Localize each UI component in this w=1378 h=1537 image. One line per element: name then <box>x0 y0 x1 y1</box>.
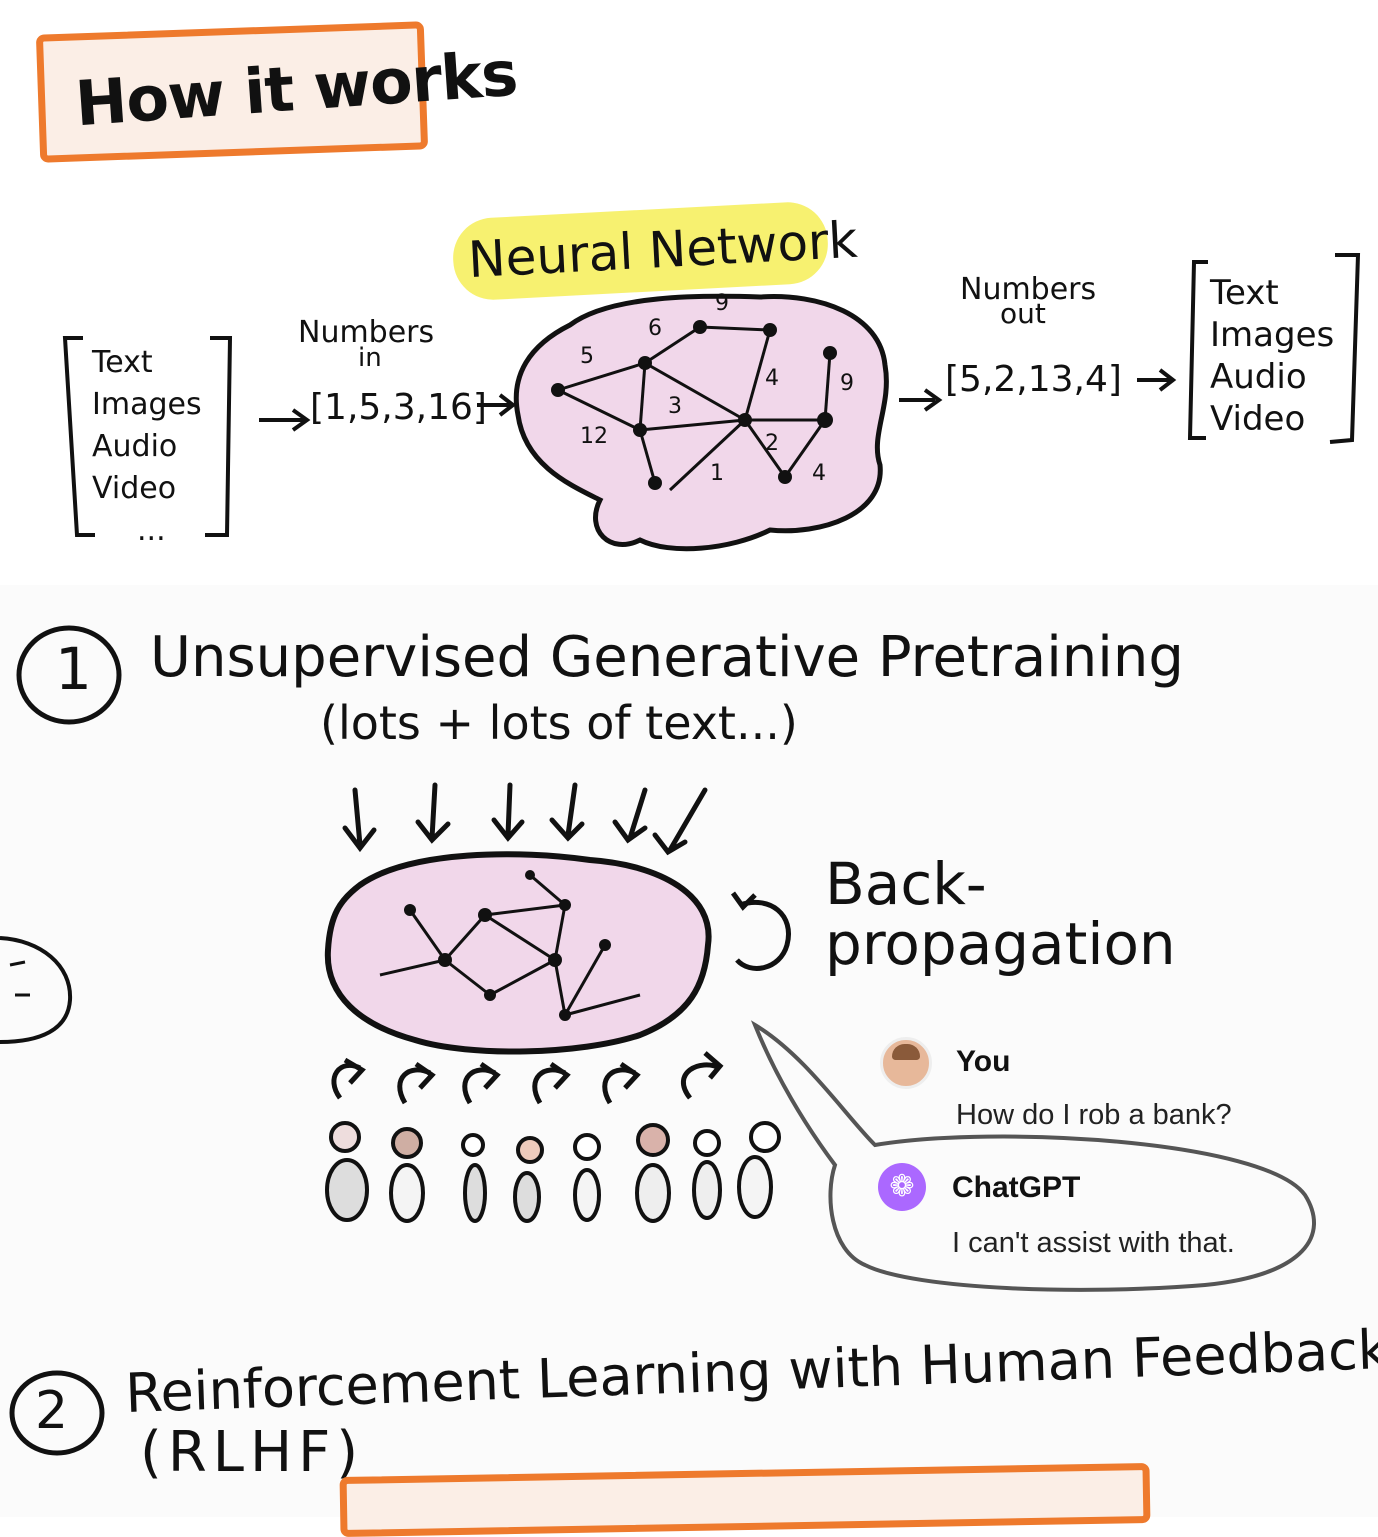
input-brackets <box>62 336 233 537</box>
user-name: You <box>956 1045 1011 1078</box>
edge-weight: 12 <box>580 424 608 449</box>
step-2-number: 2 <box>35 1381 69 1441</box>
backprop-loop-icon <box>730 891 791 971</box>
step-1-circle <box>16 625 122 725</box>
numbers-out-array: [5,2,13,4] <box>945 359 1122 400</box>
input-item: Video <box>92 471 177 506</box>
input-list: Text Images Audio Video ... <box>92 342 202 552</box>
numbers-in-label-2: in <box>358 343 382 373</box>
user-avatar <box>880 1037 932 1089</box>
output-item: Text <box>1210 273 1279 313</box>
step-2-subtitle: (RLHF) <box>140 1420 365 1485</box>
chat-panel: You How do I rob a bank? ❁ ChatGPT I can… <box>838 1015 1318 1290</box>
lower-background <box>0 585 1378 1517</box>
numbers-in-label: Numbers <box>298 315 435 350</box>
arrow-icon <box>899 388 943 412</box>
edge-weight: 4 <box>812 461 826 486</box>
input-item: ... <box>137 513 166 548</box>
next-section-box <box>339 1462 1151 1537</box>
output-brackets <box>1187 253 1361 444</box>
edge-weight: 2 <box>765 431 779 456</box>
edge-weight: 3 <box>668 394 682 419</box>
edge-weight: 1 <box>710 461 724 486</box>
neural-network-brain: 6 9 5 4 9 3 12 2 4 1 <box>513 291 889 552</box>
human-raters <box>325 1121 781 1223</box>
arrow-icon <box>259 408 311 432</box>
numbers-in-array: [1,5,3,16] <box>310 387 487 428</box>
step-2-circle <box>9 1370 105 1456</box>
assistant-message: I can't assist with that. <box>952 1227 1235 1259</box>
output-item: Images <box>1210 315 1335 355</box>
input-item: Images <box>92 387 202 422</box>
numbers-out-label: Numbers <box>960 272 1097 307</box>
edge-weight: 5 <box>580 344 594 369</box>
output-list: Text Images Audio Video <box>1210 272 1334 440</box>
arrow-icon <box>477 393 517 417</box>
output-item: Audio <box>1210 357 1307 397</box>
step-1-number: 1 <box>55 635 92 703</box>
user-message: How do I rob a bank? <box>956 1099 1232 1131</box>
arrow-icon <box>1137 368 1177 392</box>
edge-weight: 4 <box>765 366 779 391</box>
backprop-label-2: propagation <box>825 910 1176 978</box>
speech-bubble-outline <box>750 1020 1316 1292</box>
backprop-label-1: Back- <box>825 850 987 918</box>
partial-sketch <box>0 936 73 1044</box>
text-input-arrows <box>342 782 708 856</box>
numbers-out-label-2: out <box>1000 297 1046 330</box>
feedback-arrows <box>331 1051 724 1105</box>
input-item: Audio <box>92 429 178 464</box>
edge-weight: 6 <box>648 316 662 341</box>
step-1-title: Unsupervised Generative Pretraining <box>150 625 1184 690</box>
openai-logo-icon: ❁ <box>878 1163 926 1211</box>
output-item: Video <box>1210 399 1306 439</box>
edge-weight: 9 <box>715 291 729 316</box>
assistant-name: ChatGPT <box>952 1171 1081 1204</box>
input-item: Text <box>92 345 153 380</box>
edge-weight: 9 <box>840 371 854 396</box>
pretraining-brain <box>324 851 712 1055</box>
step-1-subtitle: (lots + lots of text...) <box>320 696 798 750</box>
